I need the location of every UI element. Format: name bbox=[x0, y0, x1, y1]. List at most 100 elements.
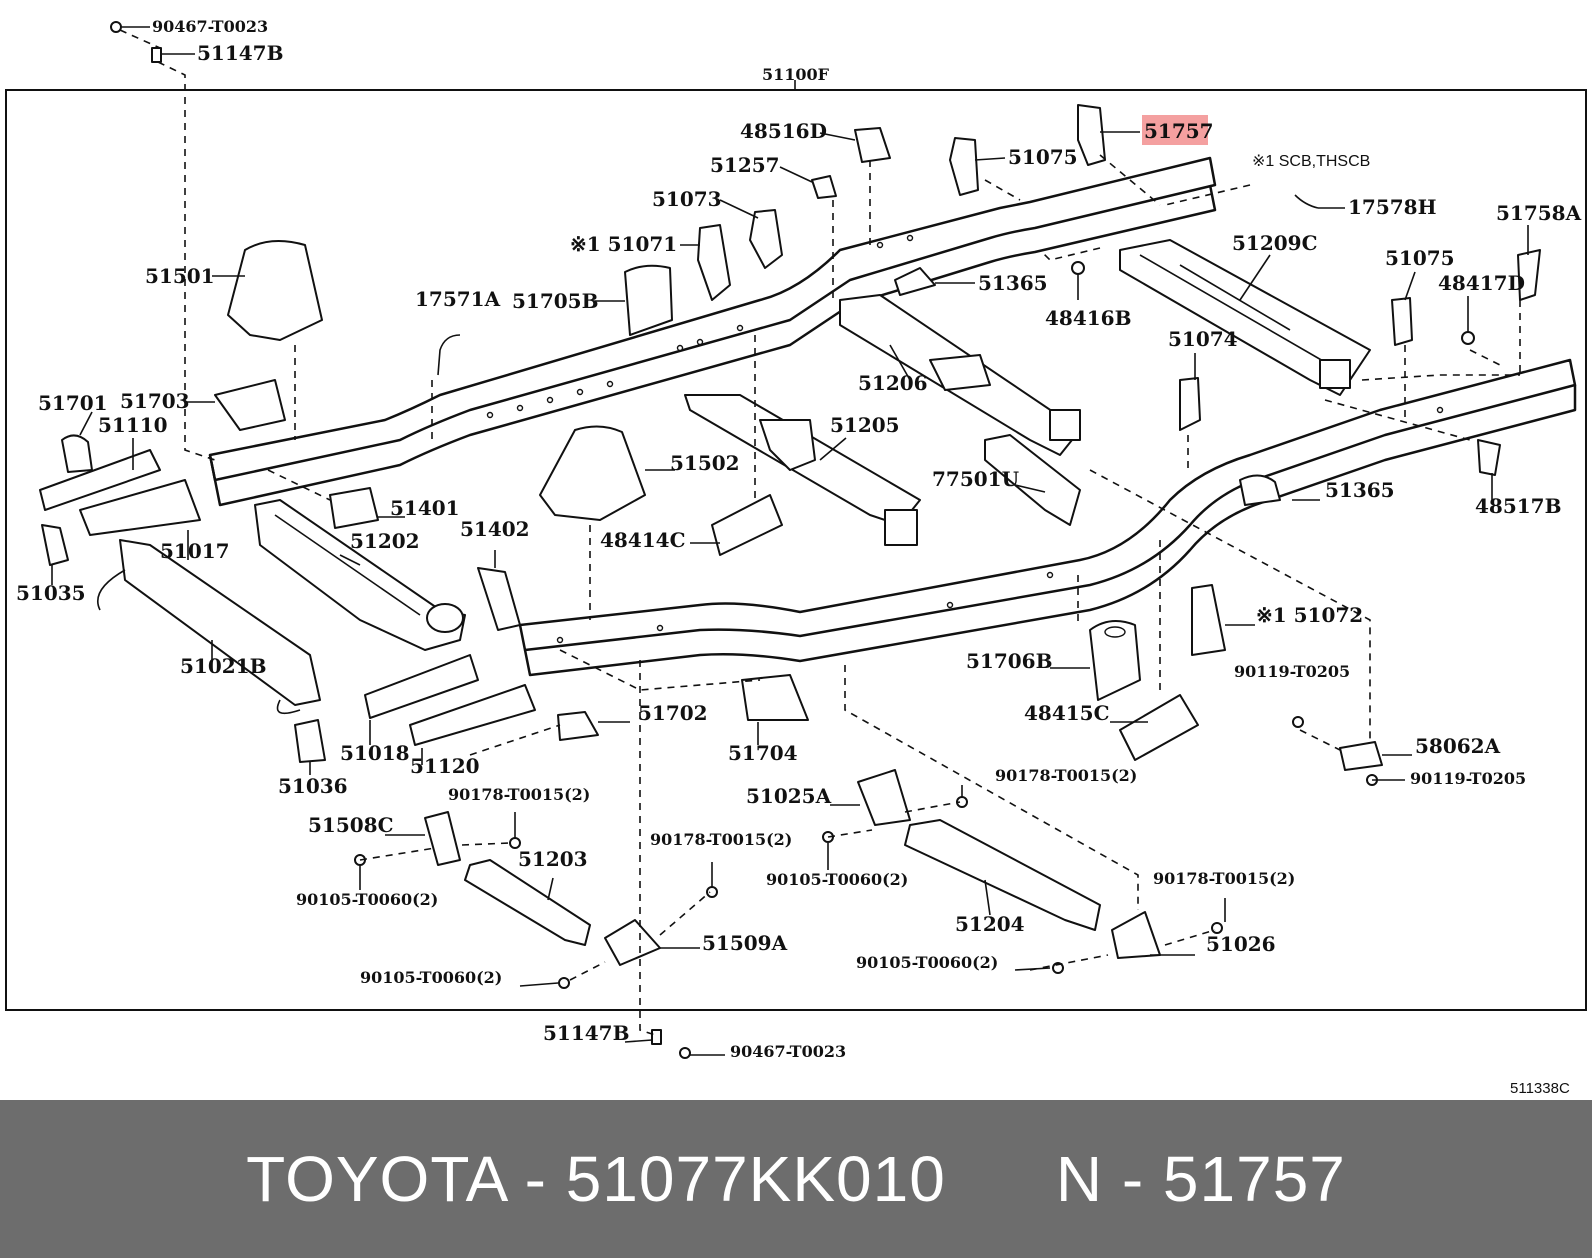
mount-51501 bbox=[227, 240, 323, 341]
bracket-51703 bbox=[214, 379, 286, 431]
bracket-51509A bbox=[604, 919, 661, 966]
part-label-51702: 51702 bbox=[638, 701, 708, 725]
member-51120 bbox=[409, 684, 536, 746]
part-label-51018: 51018 bbox=[340, 741, 410, 765]
part-label-51021b: 51021B bbox=[180, 654, 266, 678]
part-label-51206: 51206 bbox=[858, 371, 928, 395]
part-label-51202: 51202 bbox=[350, 529, 420, 553]
part-label-51072: ※1 51072 bbox=[1256, 603, 1363, 627]
main-assembly-label: 51100F bbox=[762, 65, 830, 84]
bracket-51401 bbox=[329, 487, 379, 529]
part-label-51401: 51401 bbox=[390, 496, 460, 520]
crossmember-51204 bbox=[904, 819, 1101, 931]
part-label-51035: 51035 bbox=[16, 581, 86, 605]
bracket-51365-a bbox=[894, 267, 936, 296]
bracket-51074 bbox=[1179, 377, 1201, 431]
part-label-51203: 51203 bbox=[518, 847, 588, 871]
leader-lines bbox=[51, 26, 1529, 1056]
crossmember-51206 bbox=[839, 294, 1081, 456]
pipe-17571A bbox=[437, 334, 461, 376]
part-label-51758a: 51758A bbox=[1496, 201, 1582, 225]
part-label-51508c: 51508C bbox=[308, 813, 394, 837]
part-label-77501u: 77501U bbox=[932, 467, 1019, 491]
part-label-51204: 51204 bbox=[955, 912, 1025, 936]
part-label-51501: 51501 bbox=[145, 264, 215, 288]
part-label-51147b-top: 51147B bbox=[197, 41, 283, 65]
bracket-51701 bbox=[61, 434, 93, 473]
part-label-51017: 51017 bbox=[160, 539, 230, 563]
part-label-90178-t0015-d: 90178-T0015(2) bbox=[1153, 869, 1295, 888]
part-label-51025a: 51025A bbox=[746, 784, 832, 808]
crossmember-51203 bbox=[464, 859, 591, 946]
bracket-51402 bbox=[477, 567, 521, 631]
bracket-51702 bbox=[557, 711, 599, 741]
part-label-17578h: 17578H bbox=[1348, 195, 1436, 219]
scb-note: ※1 SCB,THSCB bbox=[1252, 153, 1370, 170]
part-label-48517b: 48517B bbox=[1475, 494, 1561, 518]
bracket-51075-b bbox=[1391, 297, 1413, 346]
part-label-51036: 51036 bbox=[278, 774, 348, 798]
part-label-51365-b: 51365 bbox=[1325, 478, 1395, 502]
dashed-leaders bbox=[119, 29, 1521, 1036]
bracket-51025A bbox=[857, 769, 911, 826]
diagram-border bbox=[5, 89, 1587, 1011]
part-label-51074: 51074 bbox=[1168, 327, 1238, 351]
crossmember-51021B bbox=[97, 539, 321, 715]
part-label-90105-t0060-c: 90105-T0060(2) bbox=[856, 953, 998, 972]
part-label-51147b-bottom: 51147B bbox=[543, 1021, 629, 1045]
footer-ref-number: N - 51757 bbox=[1055, 1143, 1346, 1215]
crossmember-51202 bbox=[254, 499, 466, 651]
part-label-51706b: 51706B bbox=[966, 649, 1052, 673]
part-label-48415c: 48415C bbox=[1024, 701, 1110, 725]
part-label-51365-a: 51365 bbox=[978, 271, 1048, 295]
part-label-90105-t0060-d: 90105-T0060(2) bbox=[360, 968, 502, 987]
part-label-51205: 51205 bbox=[830, 413, 900, 437]
part-label-51120: 51120 bbox=[410, 754, 480, 778]
bracket-51071 bbox=[697, 224, 731, 301]
part-label-90105-t0060-b: 90105-T0060(2) bbox=[766, 870, 908, 889]
part-label-90119-t0205-b: 90119-T0205 bbox=[1410, 769, 1526, 788]
part-label-51704: 51704 bbox=[728, 741, 798, 765]
part-label-90467-t0023-bottom: 90467-T0023 bbox=[730, 1042, 846, 1061]
bracket-51704 bbox=[741, 674, 809, 721]
part-label-51502: 51502 bbox=[670, 451, 740, 475]
bolt-48416B bbox=[1071, 261, 1085, 275]
part-label-51705b: 51705B bbox=[512, 289, 598, 313]
part-label-51509a: 51509A bbox=[702, 931, 788, 955]
member-51017 bbox=[79, 479, 201, 536]
bracket-51365-b bbox=[1239, 474, 1281, 506]
part-label-51026: 51026 bbox=[1206, 932, 1276, 956]
pipe-17578H bbox=[1294, 194, 1319, 209]
bracket-51026 bbox=[1111, 911, 1161, 959]
bolt-48417D bbox=[1461, 331, 1475, 345]
footer-banner: TOYOTA - 51077KK010 N - 51757 bbox=[0, 1100, 1592, 1258]
part-label-58062a: 58062A bbox=[1415, 734, 1501, 758]
mount-51502 bbox=[539, 425, 646, 521]
part-label-51075-a: 51075 bbox=[1008, 145, 1078, 169]
crossmember-51209C bbox=[1119, 239, 1371, 396]
part-label-51073: 51073 bbox=[652, 187, 722, 211]
bracket-51758A bbox=[1517, 249, 1541, 301]
bracket-51757 bbox=[1077, 104, 1106, 166]
member-51110 bbox=[39, 449, 161, 511]
part-label-51071: ※1 51071 bbox=[570, 232, 677, 256]
part-label-90178-t0015-a: 90178-T0015(2) bbox=[448, 785, 590, 804]
part-label-17571a: 17571A bbox=[415, 287, 501, 311]
bracket-51035 bbox=[41, 524, 69, 566]
part-label-51402: 51402 bbox=[460, 517, 530, 541]
part-label-48516d: 48516D bbox=[740, 119, 827, 143]
part-label-90105-t0060-a: 90105-T0060(2) bbox=[296, 890, 438, 909]
part-label-48414c: 48414C bbox=[600, 528, 686, 552]
part-label-51701: 51701 bbox=[38, 391, 108, 415]
figure-code: 511338C bbox=[1510, 1080, 1570, 1097]
frame-rail-left bbox=[208, 156, 1217, 507]
hook-48516D bbox=[854, 127, 891, 163]
crossmember-51205 bbox=[684, 394, 921, 546]
highlight-51757 bbox=[1142, 115, 1208, 145]
part-label-51757: 51757 bbox=[1144, 119, 1214, 143]
frame-rail-right bbox=[518, 358, 1577, 677]
bracket-48415C bbox=[1119, 694, 1199, 761]
part-label-48417d: 48417D bbox=[1438, 271, 1525, 295]
